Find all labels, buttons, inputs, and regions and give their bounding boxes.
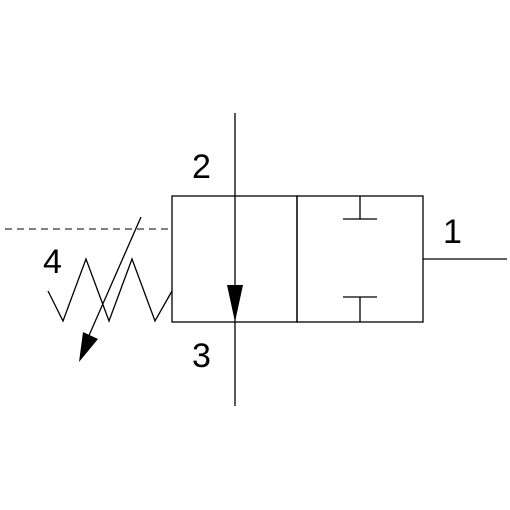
port-label-2: 2 — [192, 148, 211, 186]
port-label-1: 1 — [443, 213, 462, 251]
port-label-3: 3 — [192, 337, 211, 375]
adjustable-arrow-head — [79, 332, 98, 362]
adjustable-arrow-shaft — [86, 216, 142, 341]
port-label-4: 4 — [43, 243, 62, 281]
flow-arrow-head — [227, 285, 243, 322]
spring-zigzag — [47, 257, 173, 323]
